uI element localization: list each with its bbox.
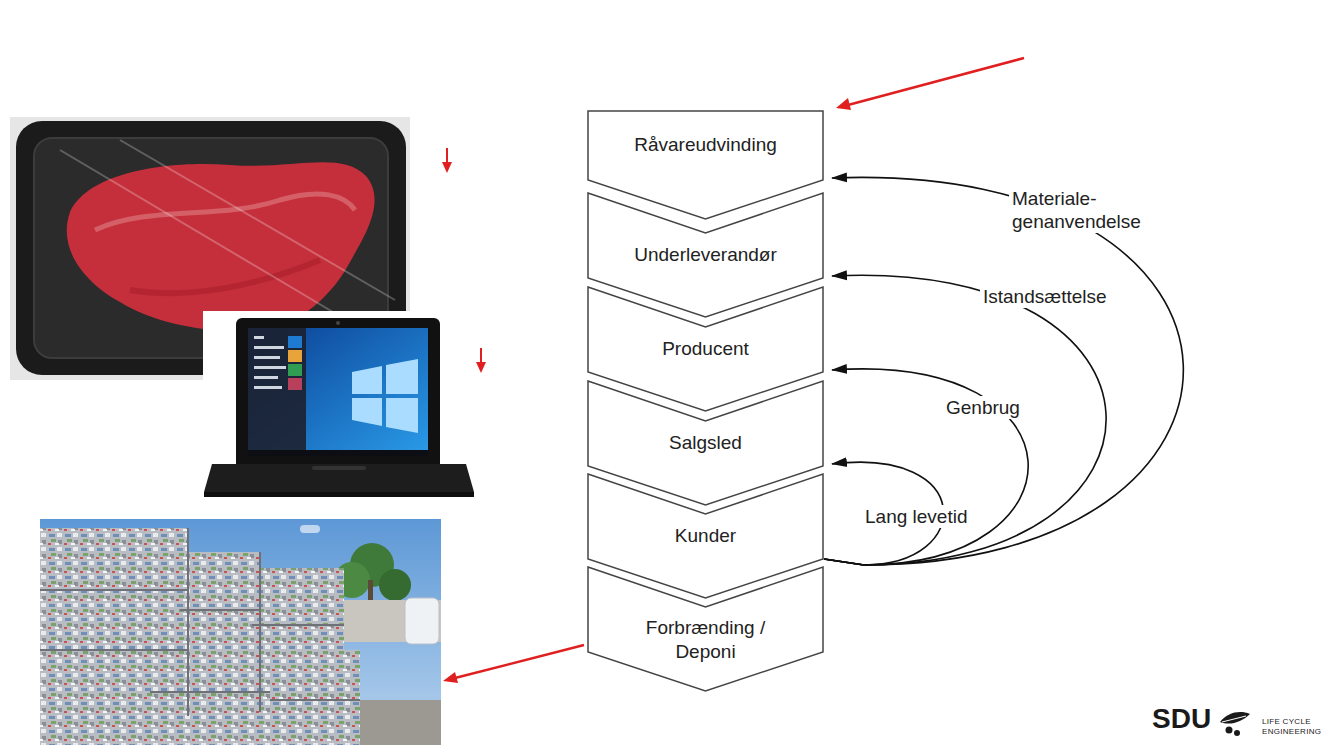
loop-label: Lang levetid bbox=[862, 505, 970, 528]
stage-label: Producent bbox=[662, 337, 749, 361]
waste-bales-photo-part bbox=[270, 650, 360, 745]
stage-label: Underleverandør bbox=[634, 243, 777, 267]
red-arrows-part bbox=[476, 362, 486, 373]
laptop-photo-part bbox=[204, 464, 474, 492]
laptop-photo-part bbox=[312, 466, 366, 470]
laptop-photo-part bbox=[236, 318, 440, 464]
waste-bales-photo-part bbox=[40, 528, 360, 716]
loop-label: Genbrug bbox=[943, 396, 1023, 419]
laptop-photo-part bbox=[254, 366, 286, 369]
sdu-logo-icon bbox=[1220, 712, 1250, 736]
red-arrows-part bbox=[836, 98, 851, 110]
laptop-photo-part bbox=[203, 311, 474, 501]
meat-photo-part bbox=[67, 162, 375, 331]
laptop-photo-part bbox=[254, 336, 264, 339]
laptop-photo-part bbox=[248, 328, 428, 456]
laptop-photo-part bbox=[254, 376, 278, 379]
stage-label: Kunder bbox=[675, 524, 736, 548]
laptop-photo-part bbox=[352, 398, 382, 426]
laptop-photo-part bbox=[288, 364, 302, 376]
loop-arrow bbox=[824, 275, 1106, 565]
chevron-text-area: Producent bbox=[587, 326, 824, 372]
sdu-logo-icon-part bbox=[1220, 712, 1250, 724]
waste-bales-photo-part bbox=[40, 519, 441, 745]
chevron-shape bbox=[587, 110, 824, 220]
chevron-text-area: Kunder bbox=[587, 513, 824, 559]
laptop-photo-part bbox=[254, 356, 280, 359]
laptop-photo-part bbox=[386, 398, 418, 433]
laptop-photo-part bbox=[288, 336, 302, 348]
meat-photo-part bbox=[60, 140, 395, 340]
stage-chevron: Forbrænding / Deponi bbox=[587, 566, 824, 692]
laptop-photo-part bbox=[352, 366, 382, 394]
waste-bales-photo-part bbox=[379, 569, 411, 601]
waste-bales-photo-part bbox=[405, 598, 439, 644]
red-arrows-part bbox=[446, 148, 448, 164]
chevron-text-area: Underleverandør bbox=[587, 232, 824, 278]
loop-label: Istandsættelse bbox=[980, 285, 1110, 308]
laptop-photo-part bbox=[204, 492, 474, 497]
laptop-photo-part bbox=[336, 321, 340, 325]
loop-label: Materiale- genanvendelse bbox=[1009, 187, 1165, 233]
waste-bales-photo-part bbox=[300, 525, 320, 533]
stage-label: Salgsled bbox=[669, 431, 742, 455]
laptop-photo-part bbox=[248, 450, 428, 456]
red-arrows-part bbox=[442, 162, 452, 173]
laptop-photo-part bbox=[248, 328, 306, 456]
red-arrows-part bbox=[455, 645, 584, 678]
chevron-outline bbox=[588, 111, 823, 219]
loop-arrow bbox=[824, 177, 1183, 565]
red-arrows-part bbox=[443, 672, 458, 683]
chevron-outline bbox=[588, 567, 823, 691]
sdu-logo-icon-part bbox=[1226, 727, 1233, 734]
sdu-logo-icon-part bbox=[1222, 716, 1246, 722]
chevron-text-area: Råvareudvinding bbox=[587, 110, 824, 180]
stage-chevron: Råvareudvinding bbox=[587, 110, 824, 220]
waste-bales-photo-part bbox=[40, 690, 160, 745]
logo-wordmark: SDU bbox=[1152, 703, 1211, 735]
loop-arrow bbox=[824, 369, 1028, 565]
red-arrows bbox=[442, 58, 1024, 683]
laptop-photo-part bbox=[254, 386, 282, 389]
sdu-logo-icon-part bbox=[1234, 730, 1240, 736]
red-arrows-part bbox=[848, 58, 1024, 105]
laptop-photo-part bbox=[288, 378, 302, 390]
chevron-text-area: Salgsled bbox=[587, 420, 824, 466]
laptop-photo-part bbox=[254, 346, 284, 349]
chevron-text-area: Forbrænding / Deponi bbox=[587, 610, 824, 670]
stage-label: Råvareudvinding bbox=[634, 133, 777, 157]
red-arrows-part bbox=[480, 348, 482, 364]
logo-subtitle: LIFE CYCLE ENGINEERING bbox=[1262, 717, 1324, 737]
waste-bales-photo bbox=[40, 519, 441, 745]
laptop-photo-part bbox=[288, 350, 302, 362]
meat-photo-part bbox=[95, 194, 355, 230]
laptop-photo bbox=[203, 311, 474, 501]
stage-label: Forbrænding / Deponi bbox=[631, 616, 781, 664]
laptop-photo-part bbox=[386, 359, 418, 394]
